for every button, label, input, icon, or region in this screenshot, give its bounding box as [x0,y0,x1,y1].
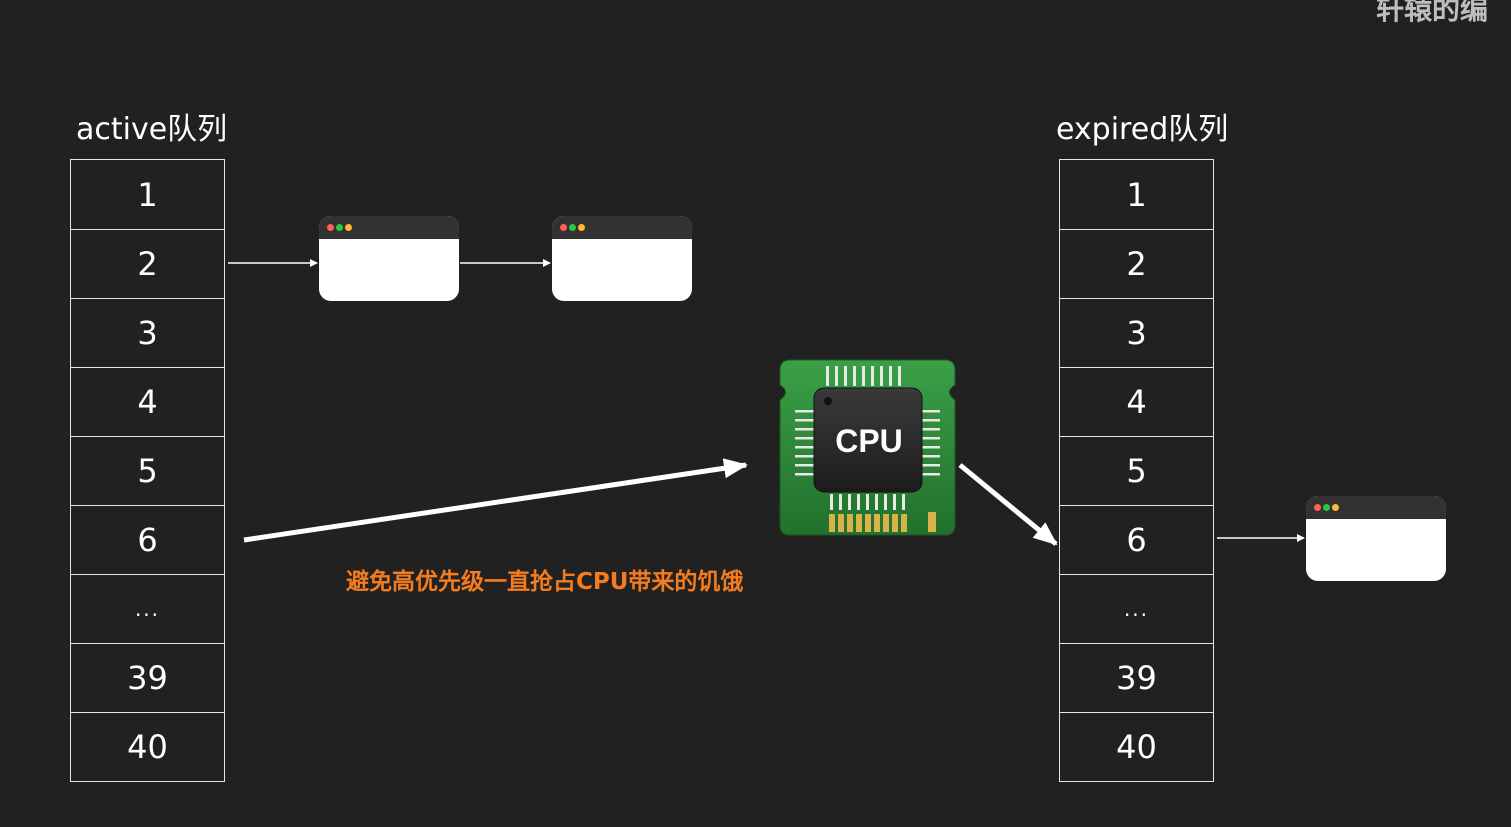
expired-queue-cell: 5 [1060,436,1213,505]
expired-queue: 1 2 3 4 5 6 ... 39 40 [1059,159,1214,782]
active-queue-cell: 3 [71,298,224,367]
window-icon [552,216,692,301]
cpu-chip-icon [779,359,956,536]
active-queue-cell: 40 [71,712,224,781]
caption: 避免高优先级一直抢占CPU带来的饥饿 [346,569,744,595]
active-queue-cell: 6 [71,505,224,574]
expired-queue-cell: 6 [1060,505,1213,574]
active-queue-cell: 5 [71,436,224,505]
expired-queue-cell: 39 [1060,643,1213,712]
dispatch-arrow [243,458,748,543]
expired-queue-cell: 3 [1060,298,1213,367]
active-queue-cell: 39 [71,643,224,712]
active-queue: 1 2 3 4 5 6 ... 39 40 [70,159,225,782]
watermark: 轩辕的编 [1376,0,1489,26]
expired-queue-cell: 2 [1060,229,1213,298]
expired-queue-title: expired队列 [1056,112,1229,147]
active-queue-cell: 1 [137,175,158,214]
expired-queue-cell: ... [1060,574,1213,643]
expired-queue-cell: 1 [1126,175,1147,214]
window-icon [1306,496,1446,581]
expired-queue-cell: 4 [1060,367,1213,436]
active-queue-title: active队列 [76,112,228,147]
cpu-label: CPU [835,423,903,459]
active-queue-cell: ... [71,574,224,643]
window-icon [319,216,459,301]
active-queue-cell: 4 [71,367,224,436]
expire-arrow [958,463,1058,546]
expired-queue-cell: 40 [1060,712,1213,781]
active-queue-cell: 2 [71,229,224,298]
